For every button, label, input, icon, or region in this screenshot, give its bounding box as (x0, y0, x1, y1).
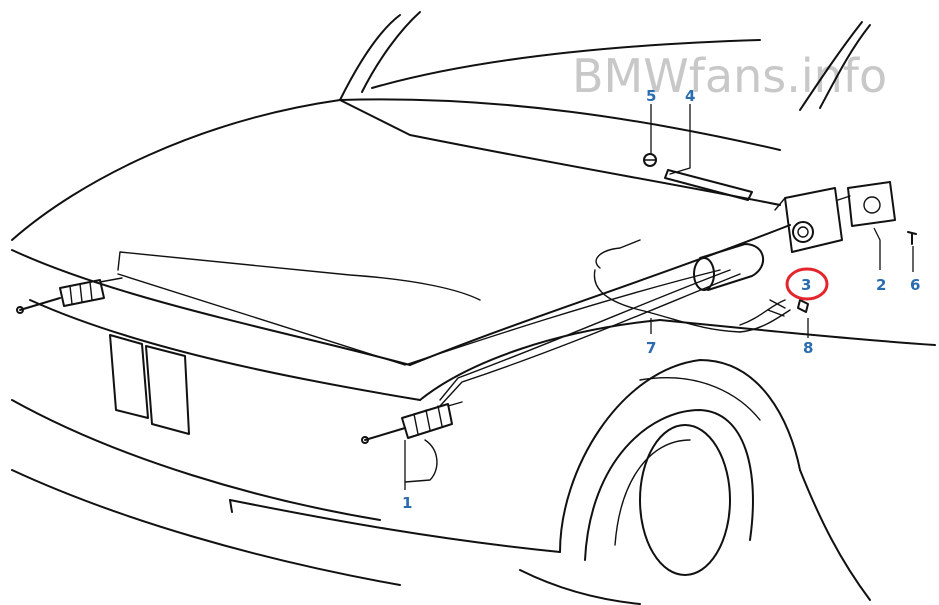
car-body-outline (11, 11, 936, 605)
nut-part-5 (643, 153, 657, 167)
wiper-arm (664, 167, 753, 201)
connector-part-8 (767, 299, 809, 317)
callout-3: 3 (801, 276, 811, 294)
leader-lines (404, 104, 914, 490)
callout-4: 4 (685, 87, 695, 105)
callout-7: 7 (646, 339, 656, 357)
washer-pump-bracket (774, 187, 843, 253)
highlight-circle (785, 267, 829, 301)
screw-part-6 (907, 231, 917, 245)
callout-8: 8 (803, 339, 813, 357)
watermark-text: BMWfans.info (572, 49, 887, 103)
callout-6: 6 (910, 276, 920, 294)
nozzle-left (16, 277, 123, 314)
switch-plate-part-2 (837, 181, 896, 227)
washer-motor (693, 243, 764, 291)
callout-2: 2 (876, 276, 886, 294)
callout-1: 1 (402, 494, 412, 512)
nozzle-right (361, 401, 463, 444)
callout-5: 5 (646, 87, 656, 105)
